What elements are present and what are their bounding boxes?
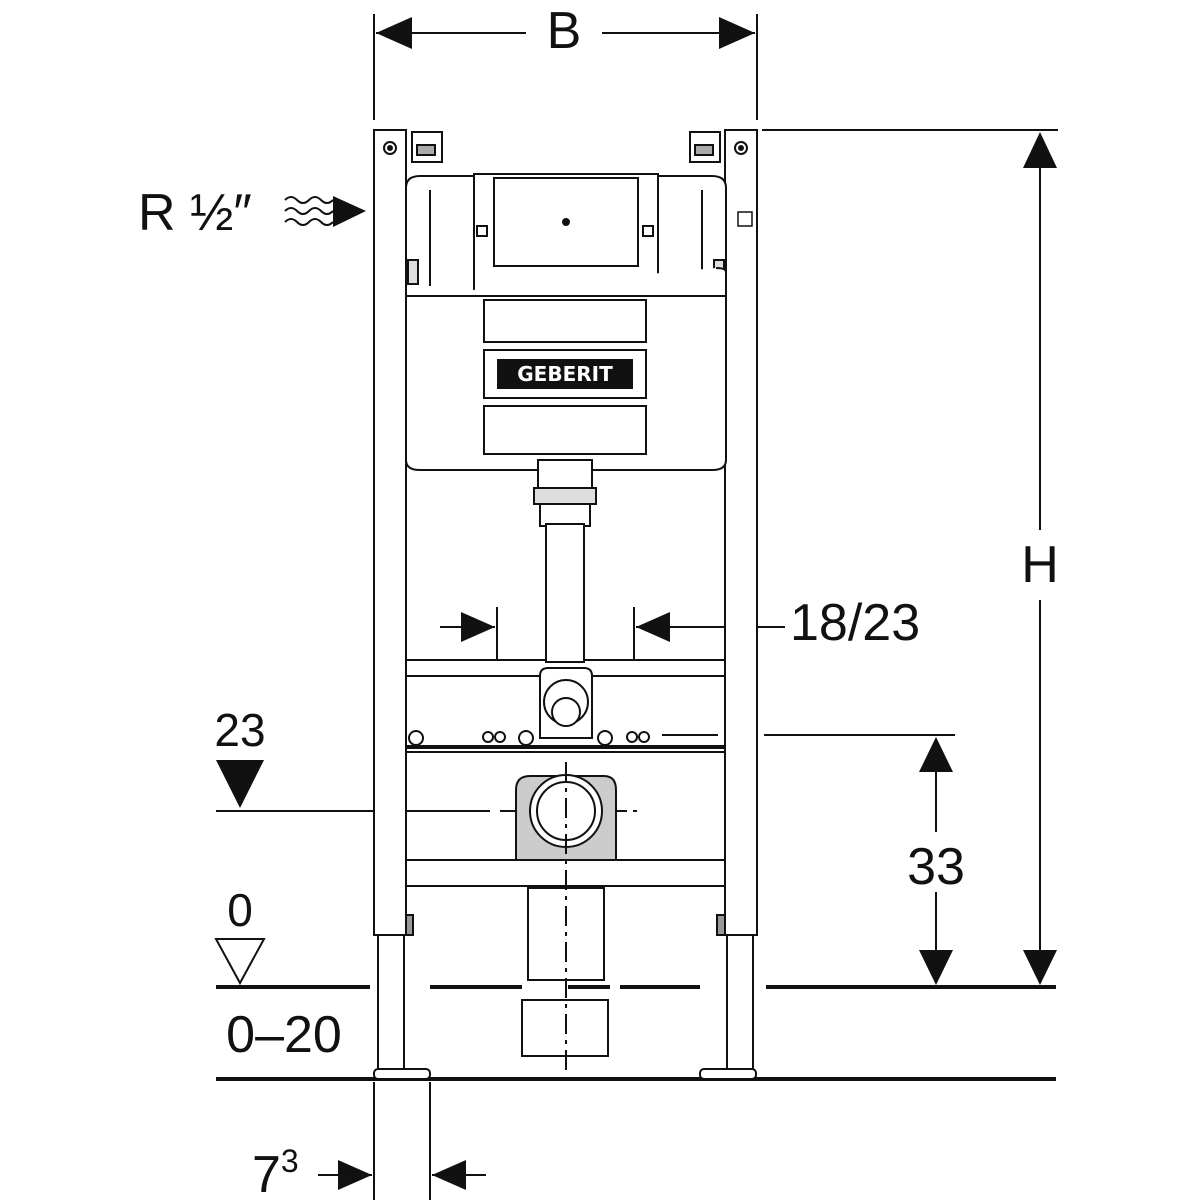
cistern <box>405 173 727 471</box>
brand-logo: GEBERIT <box>517 362 613 386</box>
right-post <box>724 129 758 936</box>
dim-33-label: 33 <box>907 838 965 896</box>
flush-pipe <box>533 459 597 739</box>
crossbar-holes <box>408 730 718 746</box>
right-foot-plate <box>699 1068 757 1080</box>
foot-width-label: 73 <box>252 1143 299 1200</box>
width-dimension <box>373 14 758 120</box>
drain-height-triangle-icon <box>216 760 264 808</box>
height-label: H <box>1021 536 1059 594</box>
water-inlet-label: R ½″ <box>138 184 252 242</box>
dim-33-dimension <box>764 734 955 985</box>
left-foot-plate <box>373 1068 431 1080</box>
left-foot <box>377 934 405 1073</box>
left-post <box>373 129 407 936</box>
small-marker-icon <box>737 211 753 227</box>
height-dimension <box>762 129 1058 985</box>
width-label: B <box>547 2 582 60</box>
floor-level-triangle-icon <box>214 938 266 986</box>
foot-width-dimension <box>318 1082 486 1200</box>
drain-height-label: 23 <box>214 704 265 756</box>
drain-connector <box>515 762 617 1070</box>
right-foot <box>726 934 754 1073</box>
water-inlet-arrow-icon <box>284 196 366 227</box>
floor-zero-label: 0 <box>227 884 253 936</box>
adjust-range-label: 18/23 <box>790 594 920 652</box>
floor-range-label: 0–20 <box>226 1006 342 1064</box>
